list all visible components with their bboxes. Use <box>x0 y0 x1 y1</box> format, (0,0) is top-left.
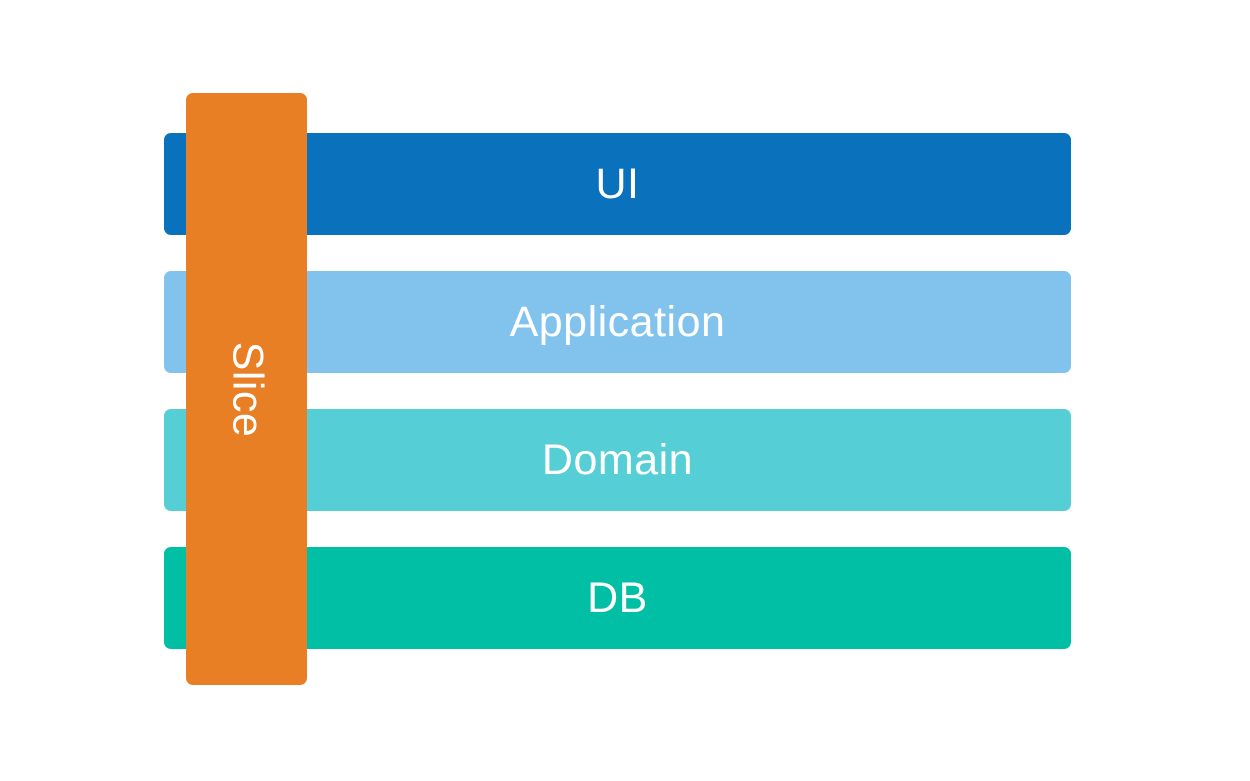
layer-label-application: Application <box>509 297 726 346</box>
layer-bar-db: DB <box>164 547 1071 649</box>
layer-label-ui: UI <box>595 159 640 208</box>
layer-label-db: DB <box>587 573 648 622</box>
layer-bar-application: Application <box>164 271 1071 373</box>
slice-bar: Slice <box>186 93 307 685</box>
slice-label: Slice <box>222 341 271 437</box>
layer-bar-domain: Domain <box>164 409 1071 511</box>
layer-bar-ui: UI <box>164 133 1071 235</box>
layer-label-domain: Domain <box>541 435 694 484</box>
